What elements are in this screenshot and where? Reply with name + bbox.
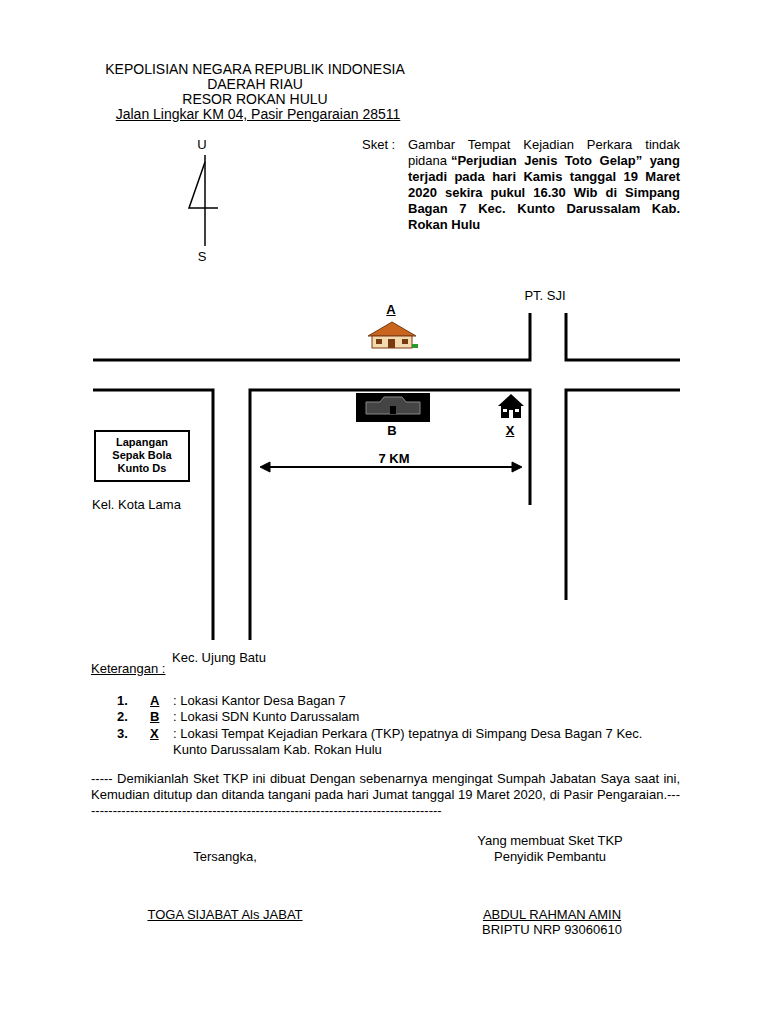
map-marker-text: B bbox=[387, 423, 396, 438]
sketch-description-text: “Perjudian Jenis Toto Gelap” yang terjad… bbox=[408, 153, 680, 232]
compass-letter-text: U bbox=[197, 137, 206, 152]
agency-name-text: KEPOLISIAN NEGARA REPUBLIK INDONESIA bbox=[105, 61, 405, 77]
road-edge bbox=[93, 390, 213, 640]
legend-heading-text: Keterangan : bbox=[91, 661, 165, 676]
road-edge bbox=[250, 390, 530, 640]
signatory-name: TOGA SIJABAT Als JABAT bbox=[147, 907, 302, 923]
item-marker-text: A bbox=[150, 693, 159, 708]
place-name-text: Kel. Kota Lama bbox=[92, 497, 181, 512]
item-marker-text: B bbox=[150, 709, 159, 724]
map-marker: A bbox=[386, 302, 395, 318]
north-arrow bbox=[189, 155, 218, 246]
item-number: 3. bbox=[117, 726, 128, 742]
item-text-text: : Lokasi Tempat Kejadian Perkara (TKP) t… bbox=[173, 726, 642, 757]
agency-region: DAERAH RIAU bbox=[207, 77, 303, 92]
tkp-house-icon bbox=[498, 394, 524, 418]
place-name: Kec. Ujung Batu bbox=[172, 650, 266, 666]
item-number: 1. bbox=[117, 693, 128, 709]
signatory-role: Tersangka, bbox=[193, 849, 257, 865]
closing-statement-text: ----- Demikianlah Sket TKP ini dibuat De… bbox=[91, 771, 680, 818]
agency-unit: RESOR ROKAN HULU bbox=[182, 92, 327, 107]
school-ground bbox=[356, 393, 430, 422]
office-icon bbox=[368, 322, 418, 348]
place-name-text: Kec. Ujung Batu bbox=[172, 650, 266, 665]
sketch-key-text: Sket : bbox=[362, 137, 395, 152]
window bbox=[503, 409, 507, 412]
signatory-role-text: Tersangka, bbox=[193, 849, 257, 864]
road-lines bbox=[93, 313, 680, 640]
signatory-name-text: TOGA SIJABAT Als JABAT bbox=[147, 907, 302, 922]
signatory-rank-text: BRIPTU NRP 93060610 bbox=[482, 922, 622, 937]
roof bbox=[498, 394, 524, 406]
dimension-line bbox=[266, 466, 516, 468]
map-marker: X bbox=[506, 423, 515, 439]
road-edge bbox=[566, 390, 680, 600]
window bbox=[376, 339, 382, 344]
item-number-text: 3. bbox=[117, 726, 128, 741]
field-name: Lapangan Sepak Bola Kunto Ds bbox=[102, 436, 182, 475]
school-building bbox=[366, 397, 420, 414]
item-number-text: 1. bbox=[117, 693, 128, 708]
item-marker-text: X bbox=[150, 726, 159, 741]
item-marker: A bbox=[150, 693, 159, 709]
door bbox=[390, 406, 396, 414]
bush bbox=[412, 344, 418, 348]
compass-mark bbox=[189, 162, 218, 208]
field-box: Lapangan Sepak Bola Kunto Ds bbox=[94, 430, 190, 482]
compass-line bbox=[204, 155, 206, 246]
wall bbox=[372, 336, 412, 348]
window bbox=[515, 409, 519, 412]
signatory-role: Penyidik Pembantu bbox=[494, 849, 606, 865]
arrowhead bbox=[260, 462, 270, 472]
sketch-key: Sket : bbox=[362, 137, 395, 153]
map-marker-text: X bbox=[506, 423, 515, 438]
compass-letter-text: S bbox=[198, 249, 207, 264]
signatory-name: ABDUL RAHMAN AMIN bbox=[483, 907, 621, 923]
place-name-text: PT. SJI bbox=[524, 288, 565, 303]
legend-heading: Keterangan : bbox=[91, 661, 165, 677]
agency-region-text: DAERAH RIAU bbox=[207, 76, 303, 92]
wall bbox=[501, 406, 521, 418]
map-marker-text: A bbox=[386, 302, 395, 317]
item-number: 2. bbox=[117, 709, 128, 725]
item-text-text: : Lokasi Kantor Desa Bagan 7 bbox=[173, 693, 346, 708]
agency-unit-text: RESOR ROKAN HULU bbox=[182, 91, 327, 107]
arrowhead bbox=[512, 462, 522, 472]
roof bbox=[368, 322, 416, 336]
compass-letter: U bbox=[197, 137, 206, 153]
door bbox=[388, 339, 395, 348]
agency-address-text: Jalan Lingkar KM 04, Pasir Pengaraian 28… bbox=[116, 106, 401, 122]
window bbox=[402, 339, 408, 344]
item-text: : Lokasi SDN Kunto Darussalam bbox=[173, 709, 359, 725]
map-marker: B bbox=[387, 423, 396, 439]
signatory-role-text: Yang membuat Sket TKP bbox=[477, 833, 622, 848]
place-name: PT. SJI bbox=[524, 288, 565, 304]
closing-statement: ----- Demikianlah Sket TKP ini dibuat De… bbox=[91, 771, 680, 819]
road-edge bbox=[566, 313, 680, 360]
signatory-role: Yang membuat Sket TKP bbox=[477, 833, 622, 849]
signatory-rank: BRIPTU NRP 93060610 bbox=[482, 922, 622, 938]
distance-label: 7 KM bbox=[378, 451, 409, 467]
compass-letter: S bbox=[198, 249, 207, 265]
item-text: : Lokasi Kantor Desa Bagan 7 bbox=[173, 693, 346, 709]
school-icon bbox=[356, 393, 430, 422]
item-marker: B bbox=[150, 709, 159, 725]
door bbox=[509, 410, 513, 418]
agency-name: KEPOLISIAN NEGARA REPUBLIK INDONESIA bbox=[105, 62, 405, 77]
item-text: : Lokasi Tempat Kejadian Perkara (TKP) t… bbox=[173, 726, 680, 758]
signatory-role-text: Penyidik Pembantu bbox=[494, 849, 606, 864]
signatory-name-text: ABDUL RAHMAN AMIN bbox=[483, 907, 621, 922]
agency-address: Jalan Lingkar KM 04, Pasir Pengaraian 28… bbox=[116, 107, 401, 122]
item-number-text: 2. bbox=[117, 709, 128, 724]
item-marker: X bbox=[150, 726, 159, 742]
sketch-description: Gambar Tempat Kejadian Perkara tindak pi… bbox=[408, 137, 680, 233]
distance-label-text: 7 KM bbox=[378, 451, 409, 466]
item-text-text: : Lokasi SDN Kunto Darussalam bbox=[173, 709, 359, 724]
place-name: Kel. Kota Lama bbox=[92, 497, 181, 513]
road-edge bbox=[93, 313, 530, 360]
